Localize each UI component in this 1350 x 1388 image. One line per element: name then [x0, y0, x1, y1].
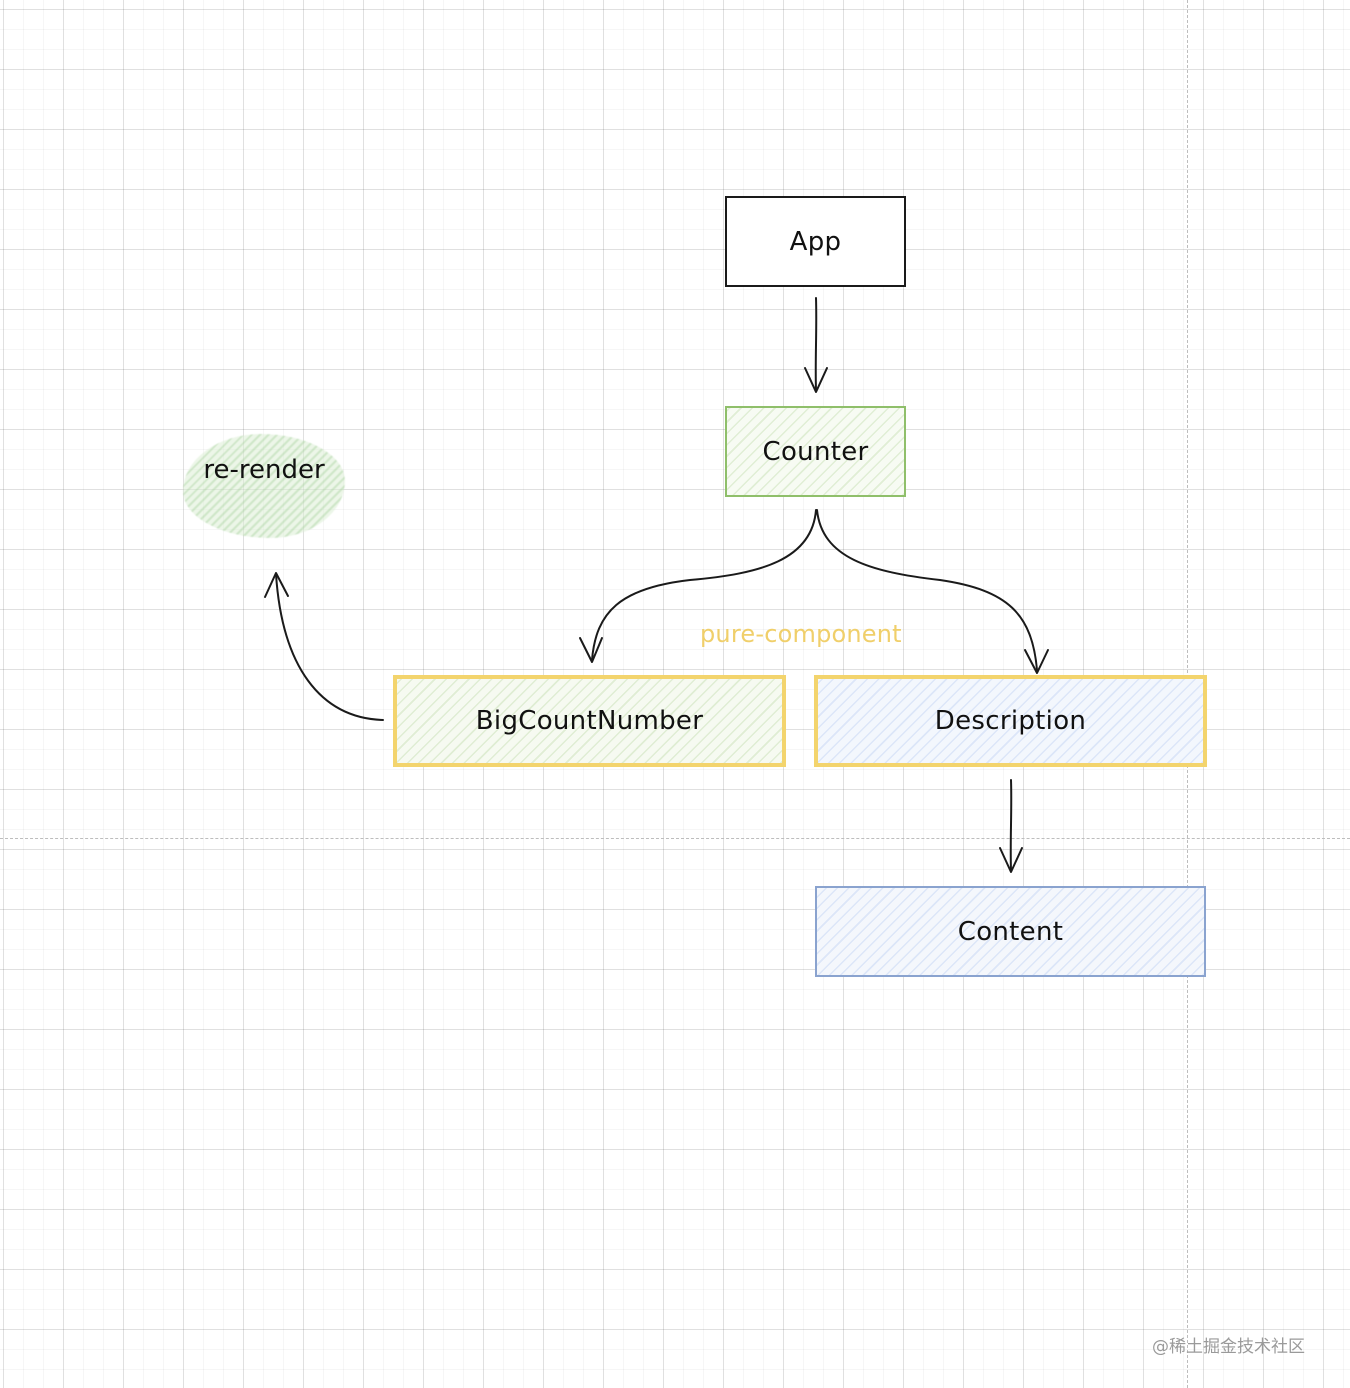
node-app[interactable]: App [725, 196, 906, 287]
node-content[interactable]: Content [815, 886, 1206, 977]
re-render-label: re-render [203, 455, 325, 485]
edge-bigcountnumber-rerender [275, 573, 384, 721]
re-render-highlight [183, 434, 345, 538]
node-bigcountnumber[interactable]: BigCountNumber [393, 675, 786, 767]
edge-description-content [1009, 779, 1013, 871]
edge-counter-description [816, 509, 1038, 671]
pure-component-label: pure-component [700, 620, 902, 648]
edge-app-counter [814, 297, 818, 391]
node-counter[interactable]: Counter [725, 406, 906, 497]
edge-counter-bigcountnumber [591, 509, 817, 661]
arrowhead-counter-bigcountnumber [579, 637, 603, 663]
arrowhead-bigcountnumber-rerender [264, 572, 289, 598]
node-description[interactable]: Description [814, 675, 1207, 767]
arrowhead-app-counter [804, 367, 828, 393]
arrowhead-description-content [999, 847, 1023, 873]
watermark: @稀土掘金技术社区 [1152, 1337, 1305, 1357]
horizontal-guide-line [0, 838, 1350, 839]
arrowhead-counter-description [1024, 649, 1049, 674]
